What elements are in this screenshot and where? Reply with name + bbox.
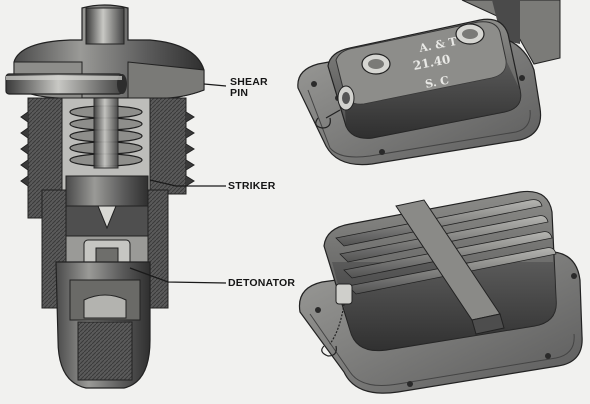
- striker-pin: [97, 205, 117, 230]
- mine-ribbed-view: [298, 190, 583, 394]
- mine-top-view: A. & T 21.40 S. C: [297, 0, 561, 166]
- label-detonator: DETONATOR: [228, 277, 296, 289]
- label-striker: STRIKER: [228, 180, 276, 192]
- label-shear-pin-line-2: PIN: [230, 87, 249, 99]
- fuze-cutaway: [5, 4, 227, 389]
- leader-lines: [129, 83, 227, 284]
- label-shear-pin-line-1: SHEAR: [230, 76, 268, 88]
- marking-line-3: S. C: [424, 74, 450, 91]
- label-shear-pin: SHEAR PIN: [230, 77, 268, 99]
- fuze-well-cap: [361, 23, 485, 75]
